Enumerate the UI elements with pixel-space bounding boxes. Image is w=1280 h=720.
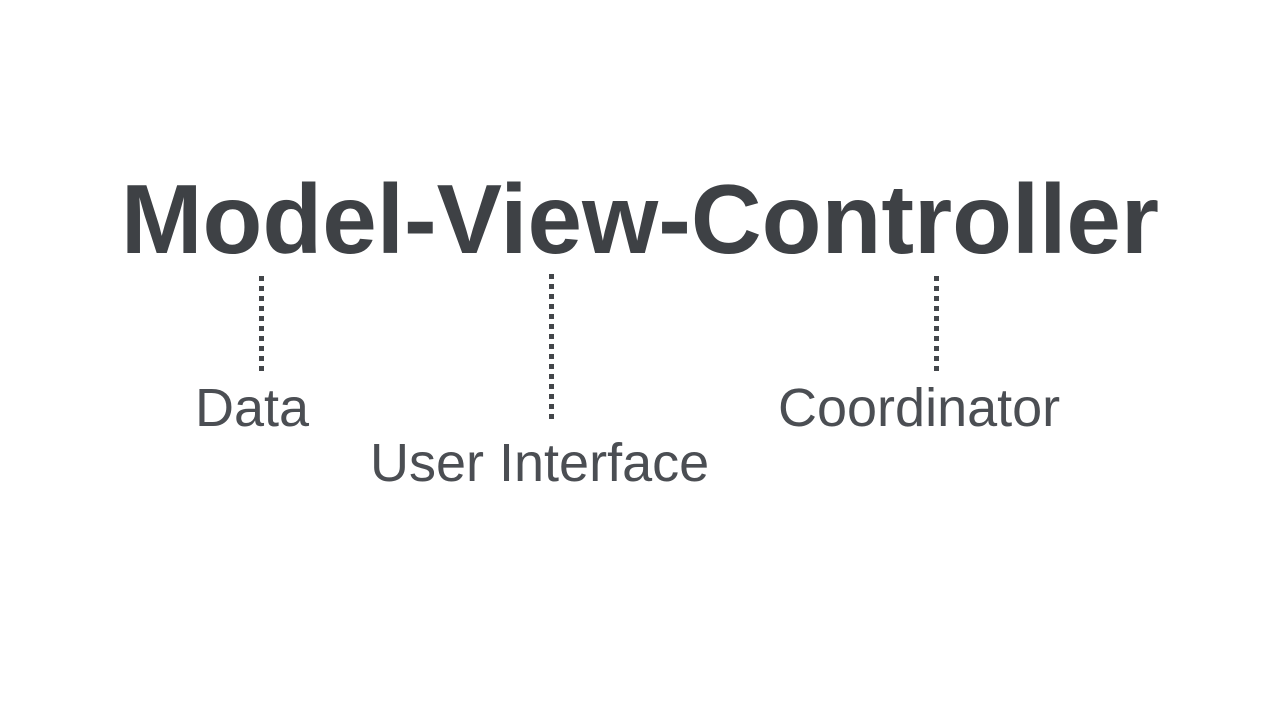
diagram-title: Model-View-Controller	[120, 164, 1160, 274]
controller-dotted-connector-line	[934, 276, 939, 371]
view-dotted-connector-line	[549, 274, 554, 419]
model-annotation-label: Data	[195, 378, 310, 438]
controller-annotation-label: Coordinator	[778, 378, 1061, 438]
model-dotted-connector-line	[259, 276, 264, 371]
view-annotation-label: User Interface	[370, 433, 710, 493]
